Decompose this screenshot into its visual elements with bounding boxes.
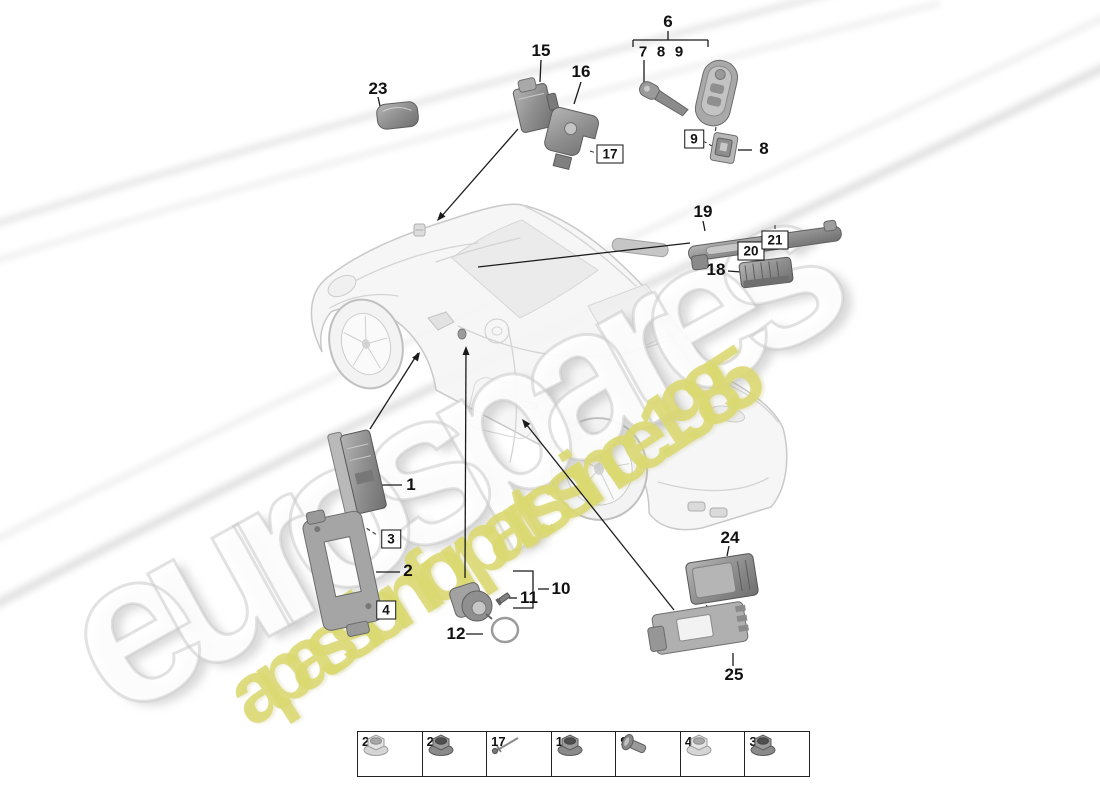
callout-25: 25 <box>724 665 744 684</box>
bracket-6 <box>632 31 709 47</box>
front-wheel-sketch <box>328 298 404 390</box>
line-10-to-car <box>464 348 467 579</box>
callout-8: 8 <box>656 43 666 61</box>
callout-16: 16 <box>571 62 591 81</box>
callout-12: 12 <box>446 624 466 643</box>
part-2-mounting-bracket <box>302 509 383 637</box>
callout-7: 7 <box>638 43 648 61</box>
flange-nut-dark-icon <box>745 732 781 758</box>
part-6-key-fob <box>694 59 739 127</box>
line-19-to-car <box>477 242 691 268</box>
flange-nut-dark-icon <box>423 732 459 758</box>
callout-11: 11 <box>520 588 538 607</box>
boxed-callout-9: 9 <box>684 129 704 149</box>
boxed-callout-17: 17 <box>596 144 624 164</box>
fastener-number: 17 <box>491 734 506 749</box>
countersunk-screw-icon <box>616 732 652 758</box>
part-15-module <box>512 77 559 133</box>
bracket-10 <box>513 570 534 609</box>
callout-19: 19 <box>693 202 713 221</box>
part-7-emergency-key <box>639 81 689 117</box>
dash-box9-battery <box>702 140 713 147</box>
leader-15 <box>539 59 542 83</box>
part-10-actuator <box>449 582 493 622</box>
callout-8-battery: 8 <box>759 139 769 158</box>
rear-wheel-sketch <box>549 417 649 521</box>
part-25-bracket <box>647 601 749 655</box>
part-8-battery-holder <box>709 132 739 164</box>
callout-10: 10 <box>551 579 571 598</box>
callout-9: 9 <box>674 43 684 61</box>
part-1-control-unit <box>327 429 387 517</box>
fastener-cell-17: 17 <box>487 732 552 776</box>
part-16-bracket <box>544 107 600 170</box>
cowl-grommet <box>457 328 467 340</box>
fastener-cell-20: 20 <box>423 732 488 776</box>
side-mirror-sketch <box>427 311 455 331</box>
callout-23: 23 <box>368 79 388 98</box>
callout-18: 18 <box>706 260 726 279</box>
fastener-number: 3 <box>749 734 757 749</box>
part-18-control-module <box>738 256 794 289</box>
fastener-cell-21: 21 <box>358 732 423 776</box>
flange-nut-dark-icon <box>552 732 588 758</box>
fastener-number: 4 <box>684 734 693 749</box>
fastener-cell-4: 4 <box>681 732 746 776</box>
flange-nut-light-icon <box>681 732 717 758</box>
boxed-callout-21: 21 <box>761 230 789 250</box>
fastener-cell-13: 13 <box>552 732 617 776</box>
part-11-screw <box>495 592 511 606</box>
callout-2: 2 <box>403 561 413 580</box>
callout-24: 24 <box>720 528 740 547</box>
arrow-1 <box>412 352 420 362</box>
fastener-cell-9: 9 <box>616 732 681 776</box>
callout-15: 15 <box>531 41 551 60</box>
leader-18 <box>727 270 742 273</box>
flange-nut-light-icon <box>358 732 394 758</box>
fastener-cell-3: 3 <box>745 732 809 776</box>
arrow-10 <box>462 346 470 355</box>
part-24-module <box>685 553 759 605</box>
line-25-to-car <box>525 423 675 611</box>
callout-1: 1 <box>406 475 416 494</box>
arrow-15 <box>437 211 446 221</box>
leader-23 <box>377 96 381 107</box>
fastener-legend-table: 21 20 17 13 9 4 3 <box>357 731 810 777</box>
boxed-callout-3: 3 <box>381 529 401 549</box>
boxed-callout-4: 4 <box>376 600 396 620</box>
part-12-o-ring <box>490 616 520 644</box>
part-23-module <box>376 101 419 130</box>
arrow-25 <box>522 419 531 429</box>
leader-19 <box>702 220 706 232</box>
leader-lines <box>369 31 752 666</box>
pin-screw-icon <box>487 732 523 758</box>
hood-emblem-sketch <box>413 223 426 237</box>
line-15-to-car <box>439 128 519 219</box>
line-1-to-car <box>369 352 419 430</box>
windshield-trim-sketch <box>611 237 669 258</box>
leader-16 <box>573 81 582 105</box>
arrowheads <box>412 211 531 429</box>
boxed-callout-20: 20 <box>737 241 765 261</box>
callout-6: 6 <box>663 12 673 31</box>
leader-24 <box>726 545 730 557</box>
